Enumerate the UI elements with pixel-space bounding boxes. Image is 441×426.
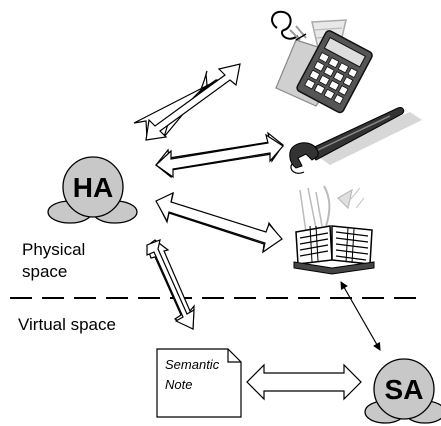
semantic-note-line1: Semantic — [165, 357, 220, 372]
wrench-icon — [289, 107, 422, 174]
virtual-space-label: Virtual space — [18, 315, 116, 334]
arrow-book-sa — [340, 281, 381, 351]
arrow-ha-calculator — [133, 70, 220, 141]
semantic-note-line2: Note — [165, 377, 192, 392]
semantic-note: Semantic Note — [156, 348, 242, 418]
human-agent: HA — [47, 156, 138, 224]
arrow-note-sa — [246, 363, 362, 401]
physical-space-label-line1: Physical — [22, 240, 85, 259]
human-agent-label: HA — [73, 172, 113, 203]
calculator-icon — [271, 10, 373, 114]
software-agent-label: SA — [385, 374, 424, 405]
physical-space-label-line2: space — [22, 262, 67, 281]
book-icon — [293, 185, 375, 275]
software-agent: SA — [364, 358, 441, 424]
